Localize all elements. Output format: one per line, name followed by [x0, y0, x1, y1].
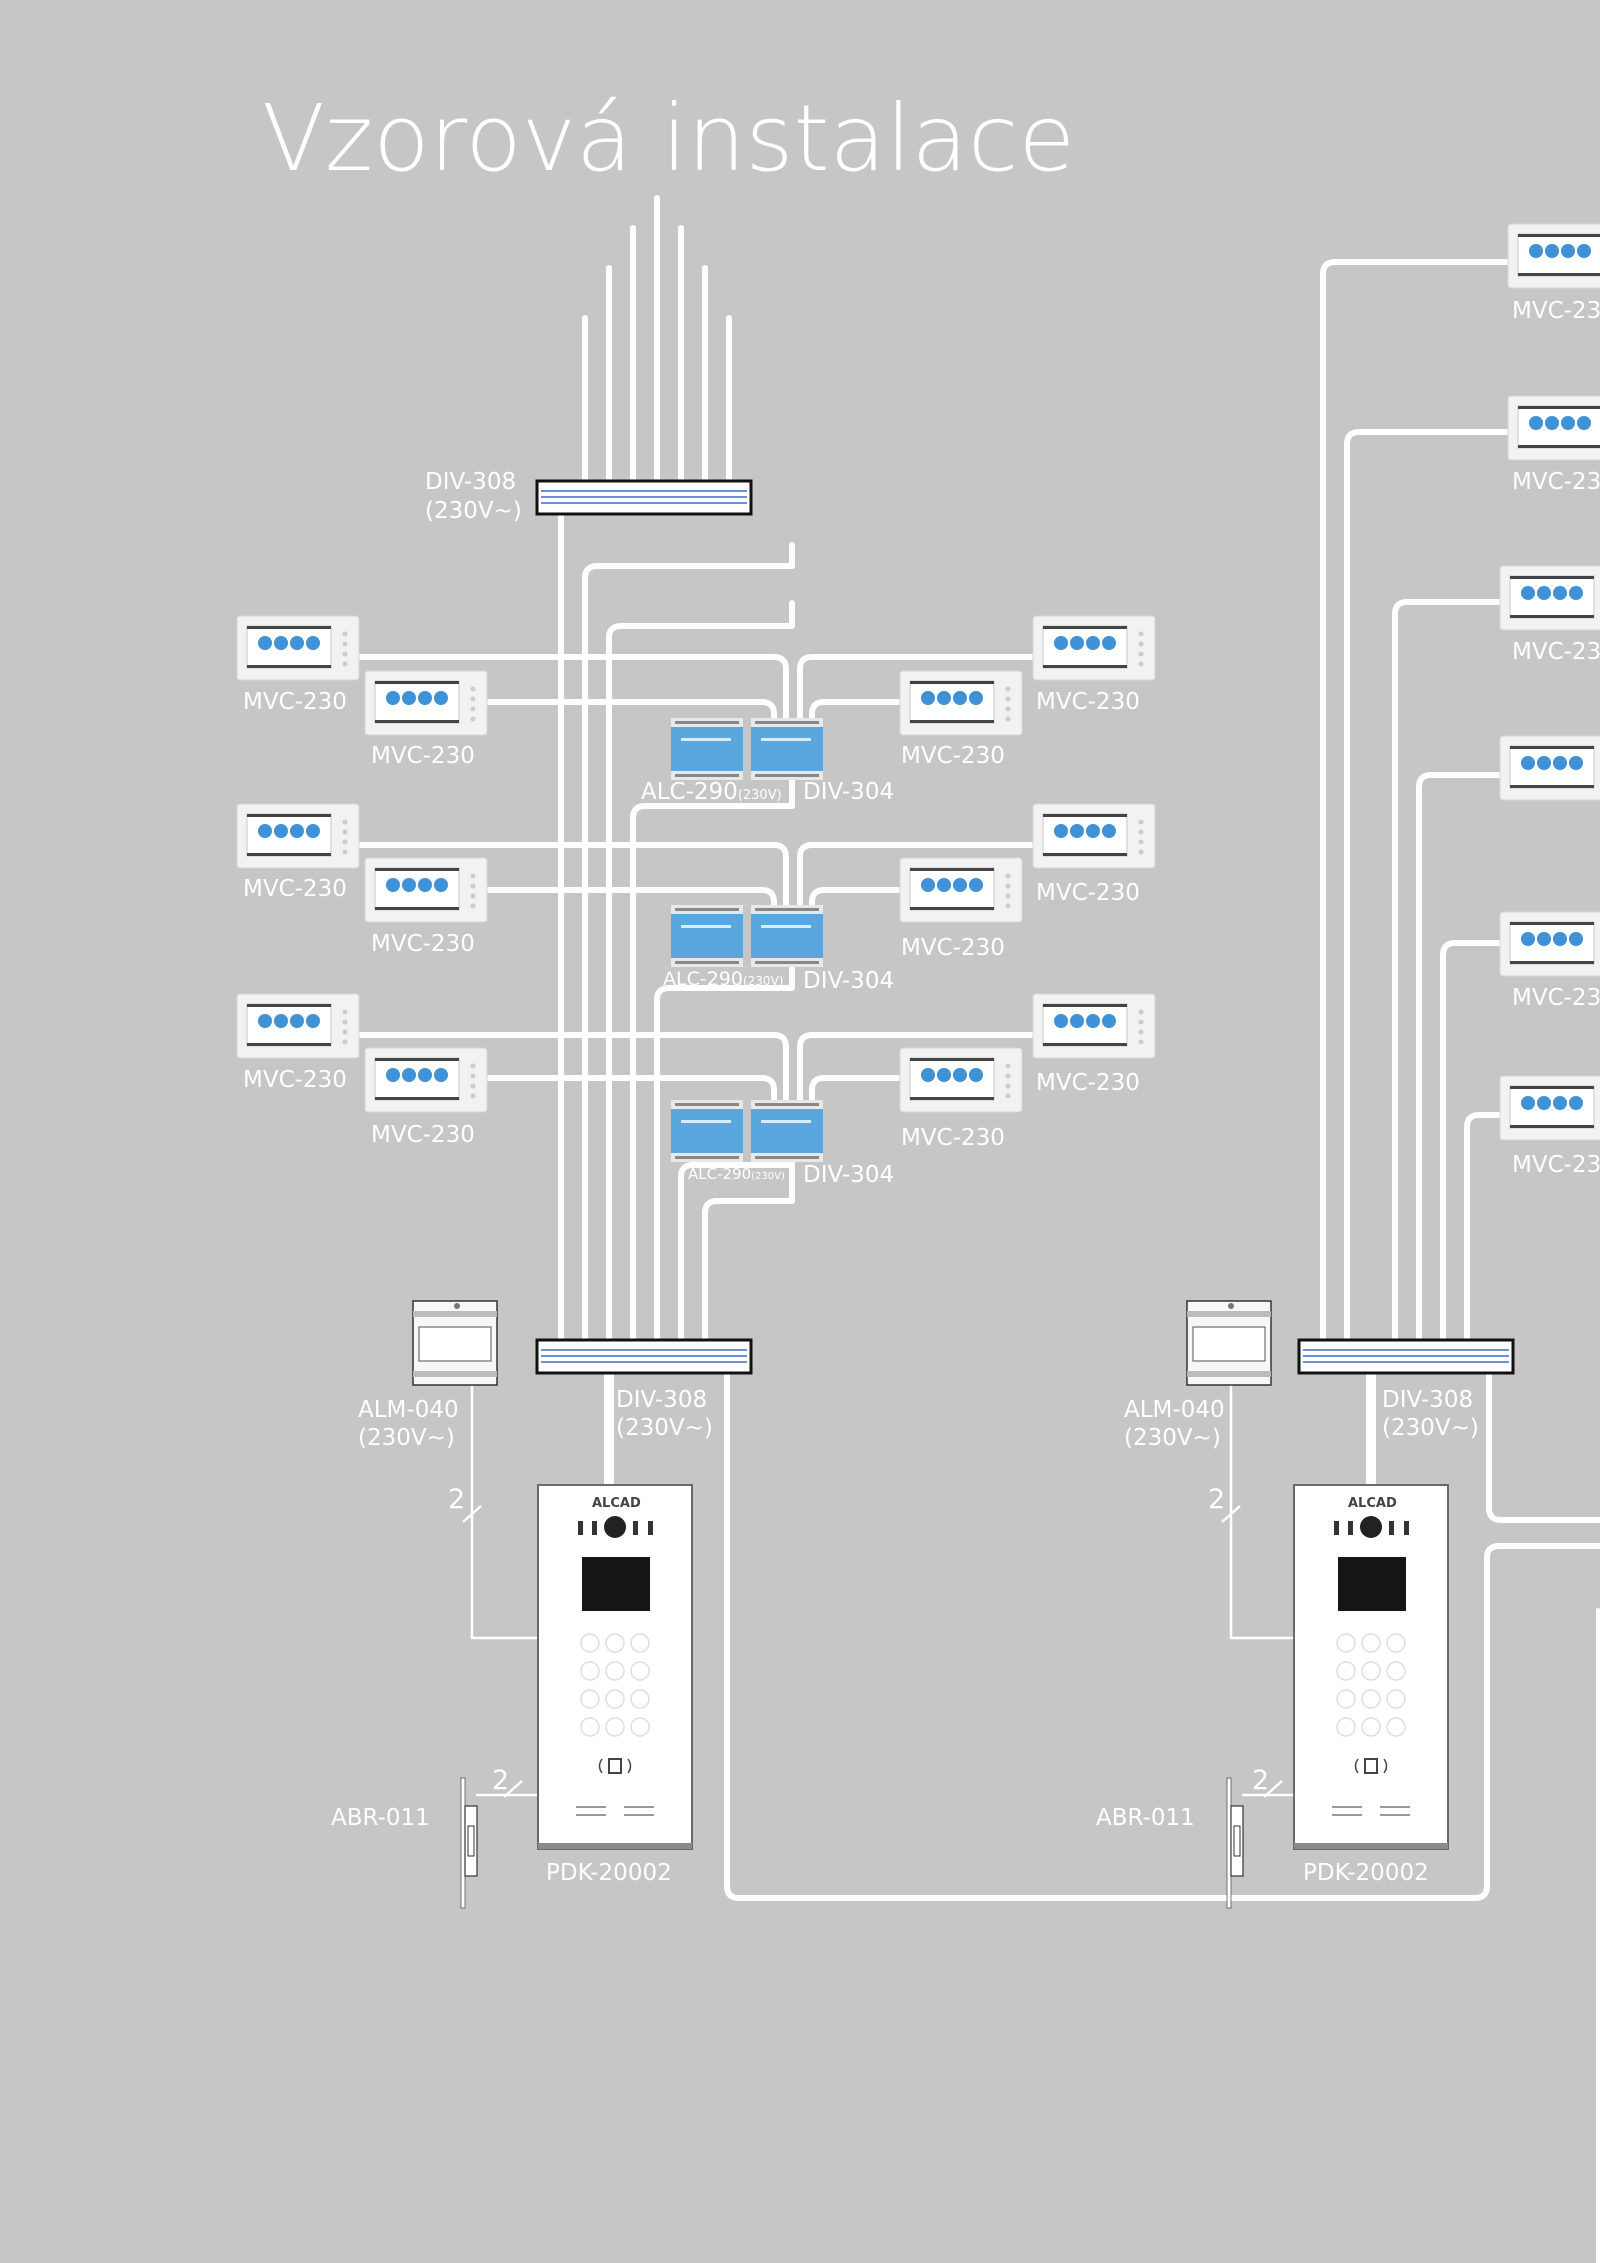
div308-label: DIV-308 — [1382, 1387, 1473, 1413]
div308-bus-bottom-right — [1297, 1338, 1515, 1375]
monitor-mvc230 — [364, 857, 488, 923]
wire-count-label: 2 — [1208, 1484, 1225, 1515]
alc290-module — [671, 905, 743, 967]
mvc230-label: MVC-230 — [243, 689, 347, 715]
monitor-mvc230 — [1032, 615, 1156, 681]
monitor-mvc230 — [1507, 223, 1600, 289]
mvc230-label: MVC-230 — [1036, 1070, 1140, 1096]
div308-bus-bottom-left — [535, 1338, 753, 1375]
alc290-label: ALC-290(230V) — [641, 779, 782, 805]
mvc23-label: MVC-23 — [1512, 469, 1600, 495]
alc290-module — [671, 718, 743, 780]
brand-logo: ALCAD — [592, 1496, 641, 1511]
voltage-label: (230V~) — [1382, 1415, 1479, 1441]
wire-count-label: 2 — [492, 1765, 509, 1796]
monitor-mvc230 — [899, 857, 1023, 923]
alm040-power-supply — [1186, 1300, 1272, 1386]
mvc230-label: MVC-230 — [901, 1125, 1005, 1151]
monitor-mvc230 — [899, 670, 1023, 736]
pdk20002-door-panel — [1293, 1484, 1449, 1850]
wire-count-label: 2 — [448, 1484, 465, 1515]
mvc23-label: MVC-23 — [1512, 1152, 1600, 1178]
wiring-left — [356, 195, 1600, 1901]
mvc230-label: MVC-230 — [1036, 689, 1140, 715]
thin-wiring-right — [1229, 1385, 1295, 1797]
voltage-label: (230V~) — [1124, 1425, 1221, 1451]
page-title: Vzorová instalace — [262, 85, 1075, 192]
monitor-mvc230 — [1032, 993, 1156, 1059]
div308-bus-top — [535, 479, 753, 516]
monitor-mvc230 — [236, 803, 360, 869]
mvc230-label: MVC-230 — [901, 935, 1005, 961]
voltage-label: (230V~) — [425, 498, 522, 524]
alm040-label: ALM-040 — [1124, 1397, 1225, 1423]
brand-logo: ALCAD — [1348, 1496, 1397, 1511]
wire-count-label: 2 — [1252, 1765, 1269, 1796]
monitor-mvc230 — [236, 993, 360, 1059]
monitor-mvc230 — [899, 1047, 1023, 1113]
monitor-mvc230 — [1507, 395, 1600, 461]
monitor-mvc230 — [236, 615, 360, 681]
div304-label: DIV-304 — [803, 779, 894, 805]
mvc230-label: MVC-230 — [1036, 880, 1140, 906]
div304-module — [751, 1100, 823, 1162]
voltage-label: (230V~) — [358, 1425, 455, 1451]
div304-label: DIV-304 — [803, 968, 894, 994]
abr011-label: ABR-011 — [1096, 1805, 1195, 1831]
div304-module — [751, 905, 823, 967]
alm040-power-supply — [412, 1300, 498, 1386]
alc290-label: ALC-290(230V) — [663, 968, 783, 990]
pdk20002-door-panel — [537, 1484, 693, 1850]
mvc230-label: MVC-230 — [901, 743, 1005, 769]
voltage-label: (230V~) — [616, 1415, 713, 1441]
monitor-mvc230 — [1499, 1075, 1600, 1141]
wiring-right — [1320, 259, 1600, 2263]
monitor-mvc230 — [1499, 911, 1600, 977]
alm040-label: ALM-040 — [358, 1397, 459, 1423]
monitor-mvc230 — [1499, 735, 1600, 801]
abr011-label: ABR-011 — [331, 1805, 430, 1831]
thin-wiring-left — [470, 1385, 538, 1797]
mvc230-label: MVC-230 — [371, 743, 475, 769]
alc290-module — [671, 1100, 743, 1162]
monitor-mvc230 — [1032, 803, 1156, 869]
abr011-door-lock — [1226, 1777, 1244, 1909]
mvc230-label: MVC-230 — [371, 931, 475, 957]
mvc230-label: MVC-230 — [243, 876, 347, 902]
mvc23-label: MVC-23 — [1512, 985, 1600, 1011]
div304-label: DIV-304 — [803, 1162, 894, 1188]
monitor-mvc230 — [364, 1047, 488, 1113]
alc290-label: ALC-290(230V) — [688, 1165, 785, 1183]
div308-label: DIV-308 — [616, 1387, 707, 1413]
mvc23-label: MVC-23 — [1512, 298, 1600, 324]
pdk20002-label: PDK-20002 — [1303, 1860, 1429, 1886]
pdk20002-label: PDK-20002 — [546, 1860, 672, 1886]
monitor-mvc230 — [1499, 565, 1600, 631]
div304-module — [751, 718, 823, 780]
mvc230-label: MVC-230 — [371, 1122, 475, 1148]
mvc23-label: MVC-23 — [1512, 639, 1600, 665]
wire-count-marks — [462, 1505, 1283, 1798]
mvc230-label: MVC-230 — [243, 1067, 347, 1093]
abr011-door-lock — [460, 1777, 478, 1909]
monitor-mvc230 — [364, 670, 488, 736]
div308-label: DIV-308 — [425, 469, 516, 495]
